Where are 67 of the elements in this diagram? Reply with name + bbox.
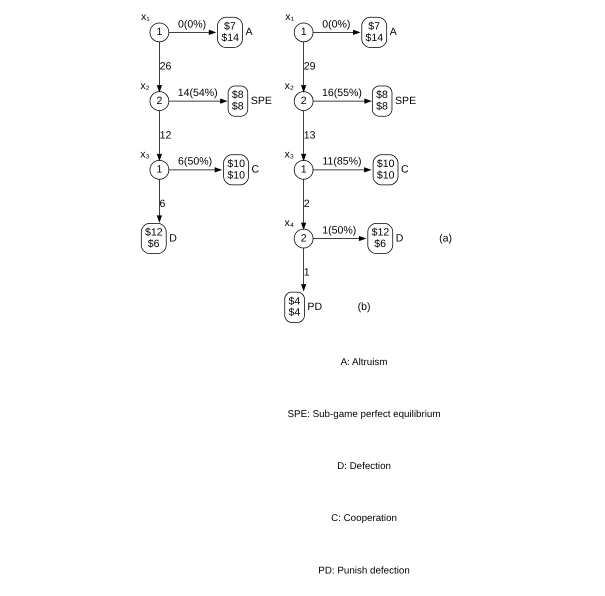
node-circle: 1 bbox=[294, 160, 314, 180]
edge-label: 1(50%) bbox=[322, 224, 356, 236]
arrow bbox=[156, 110, 162, 162]
arrow bbox=[168, 167, 222, 172]
node-label: SPE bbox=[395, 94, 416, 107]
arrow bbox=[313, 98, 372, 104]
node-box: $12 $6 bbox=[367, 223, 394, 254]
arrow bbox=[156, 178, 162, 223]
node-label: D bbox=[396, 232, 404, 244]
edge-label: 6(50%) bbox=[178, 156, 212, 168]
edge-label: 26 bbox=[160, 60, 172, 73]
label: (b) bbox=[358, 301, 370, 314]
node-circle: 1 bbox=[150, 22, 170, 42]
edge-label: 2 bbox=[304, 198, 310, 210]
edge-label: 14(54%) bbox=[178, 86, 218, 99]
arrow bbox=[168, 98, 228, 104]
label: PD: Punish defection bbox=[318, 565, 410, 576]
label: (a) bbox=[439, 232, 452, 244]
node-label: x₃ bbox=[284, 148, 294, 161]
node-label: x₂ bbox=[284, 80, 294, 92]
node-label: D bbox=[169, 232, 177, 244]
edge-label: 12 bbox=[160, 129, 172, 142]
node-box: $4 $4 bbox=[284, 292, 305, 323]
edge-label: 11(85%) bbox=[322, 156, 362, 168]
arrow bbox=[168, 30, 216, 36]
node-box: $12 $6 bbox=[140, 223, 167, 254]
label: D: Defection bbox=[337, 461, 391, 472]
edge-label: 0(0%) bbox=[322, 18, 350, 30]
node-label: x₂ bbox=[140, 80, 150, 92]
arrow bbox=[300, 110, 306, 162]
label: A: Altruism bbox=[340, 356, 388, 368]
arrow bbox=[300, 42, 306, 93]
edge-label: 13 bbox=[304, 129, 316, 142]
node-box: $8 $8 bbox=[228, 86, 248, 117]
edge-label: 29 bbox=[304, 60, 316, 73]
edge-label: 1 bbox=[304, 266, 310, 279]
label: C: Cooperation bbox=[331, 513, 397, 524]
edge-label: 6 bbox=[159, 198, 166, 210]
arrow bbox=[300, 248, 306, 292]
node-box: $10 $10 bbox=[223, 154, 249, 186]
node-label: A bbox=[390, 26, 397, 38]
label: SPE: Sub-game perfect equilibrium bbox=[288, 409, 441, 420]
node-circle: 1 bbox=[294, 22, 314, 42]
node-label: A bbox=[245, 26, 253, 38]
node-label: SPE bbox=[250, 94, 272, 107]
node-label: C bbox=[401, 164, 409, 176]
arrow bbox=[312, 30, 361, 36]
node-label: PD bbox=[307, 301, 322, 314]
arrow bbox=[156, 42, 162, 93]
edge-label: 16(55%) bbox=[322, 86, 362, 99]
node-circle: 2 bbox=[294, 91, 314, 111]
node-box: $10 $10 bbox=[372, 154, 398, 186]
node-label: x₁ bbox=[285, 11, 294, 24]
arrow bbox=[312, 236, 366, 242]
arrow bbox=[300, 178, 306, 230]
arrow bbox=[312, 167, 372, 172]
node-label: x₄ bbox=[284, 217, 294, 230]
node-circle: 2 bbox=[294, 228, 314, 248]
node-label: x₃ bbox=[140, 148, 150, 161]
edge-label: 0(0%) bbox=[178, 18, 206, 30]
node-label: x₁ bbox=[141, 11, 150, 24]
node-box: $8 $8 bbox=[372, 86, 392, 117]
node-circle: 1 bbox=[150, 160, 170, 180]
node-box: $7 $14 bbox=[361, 16, 388, 48]
node-circle: 2 bbox=[150, 91, 170, 111]
node-label: C bbox=[252, 164, 260, 176]
node-box: $7 $14 bbox=[217, 16, 243, 48]
